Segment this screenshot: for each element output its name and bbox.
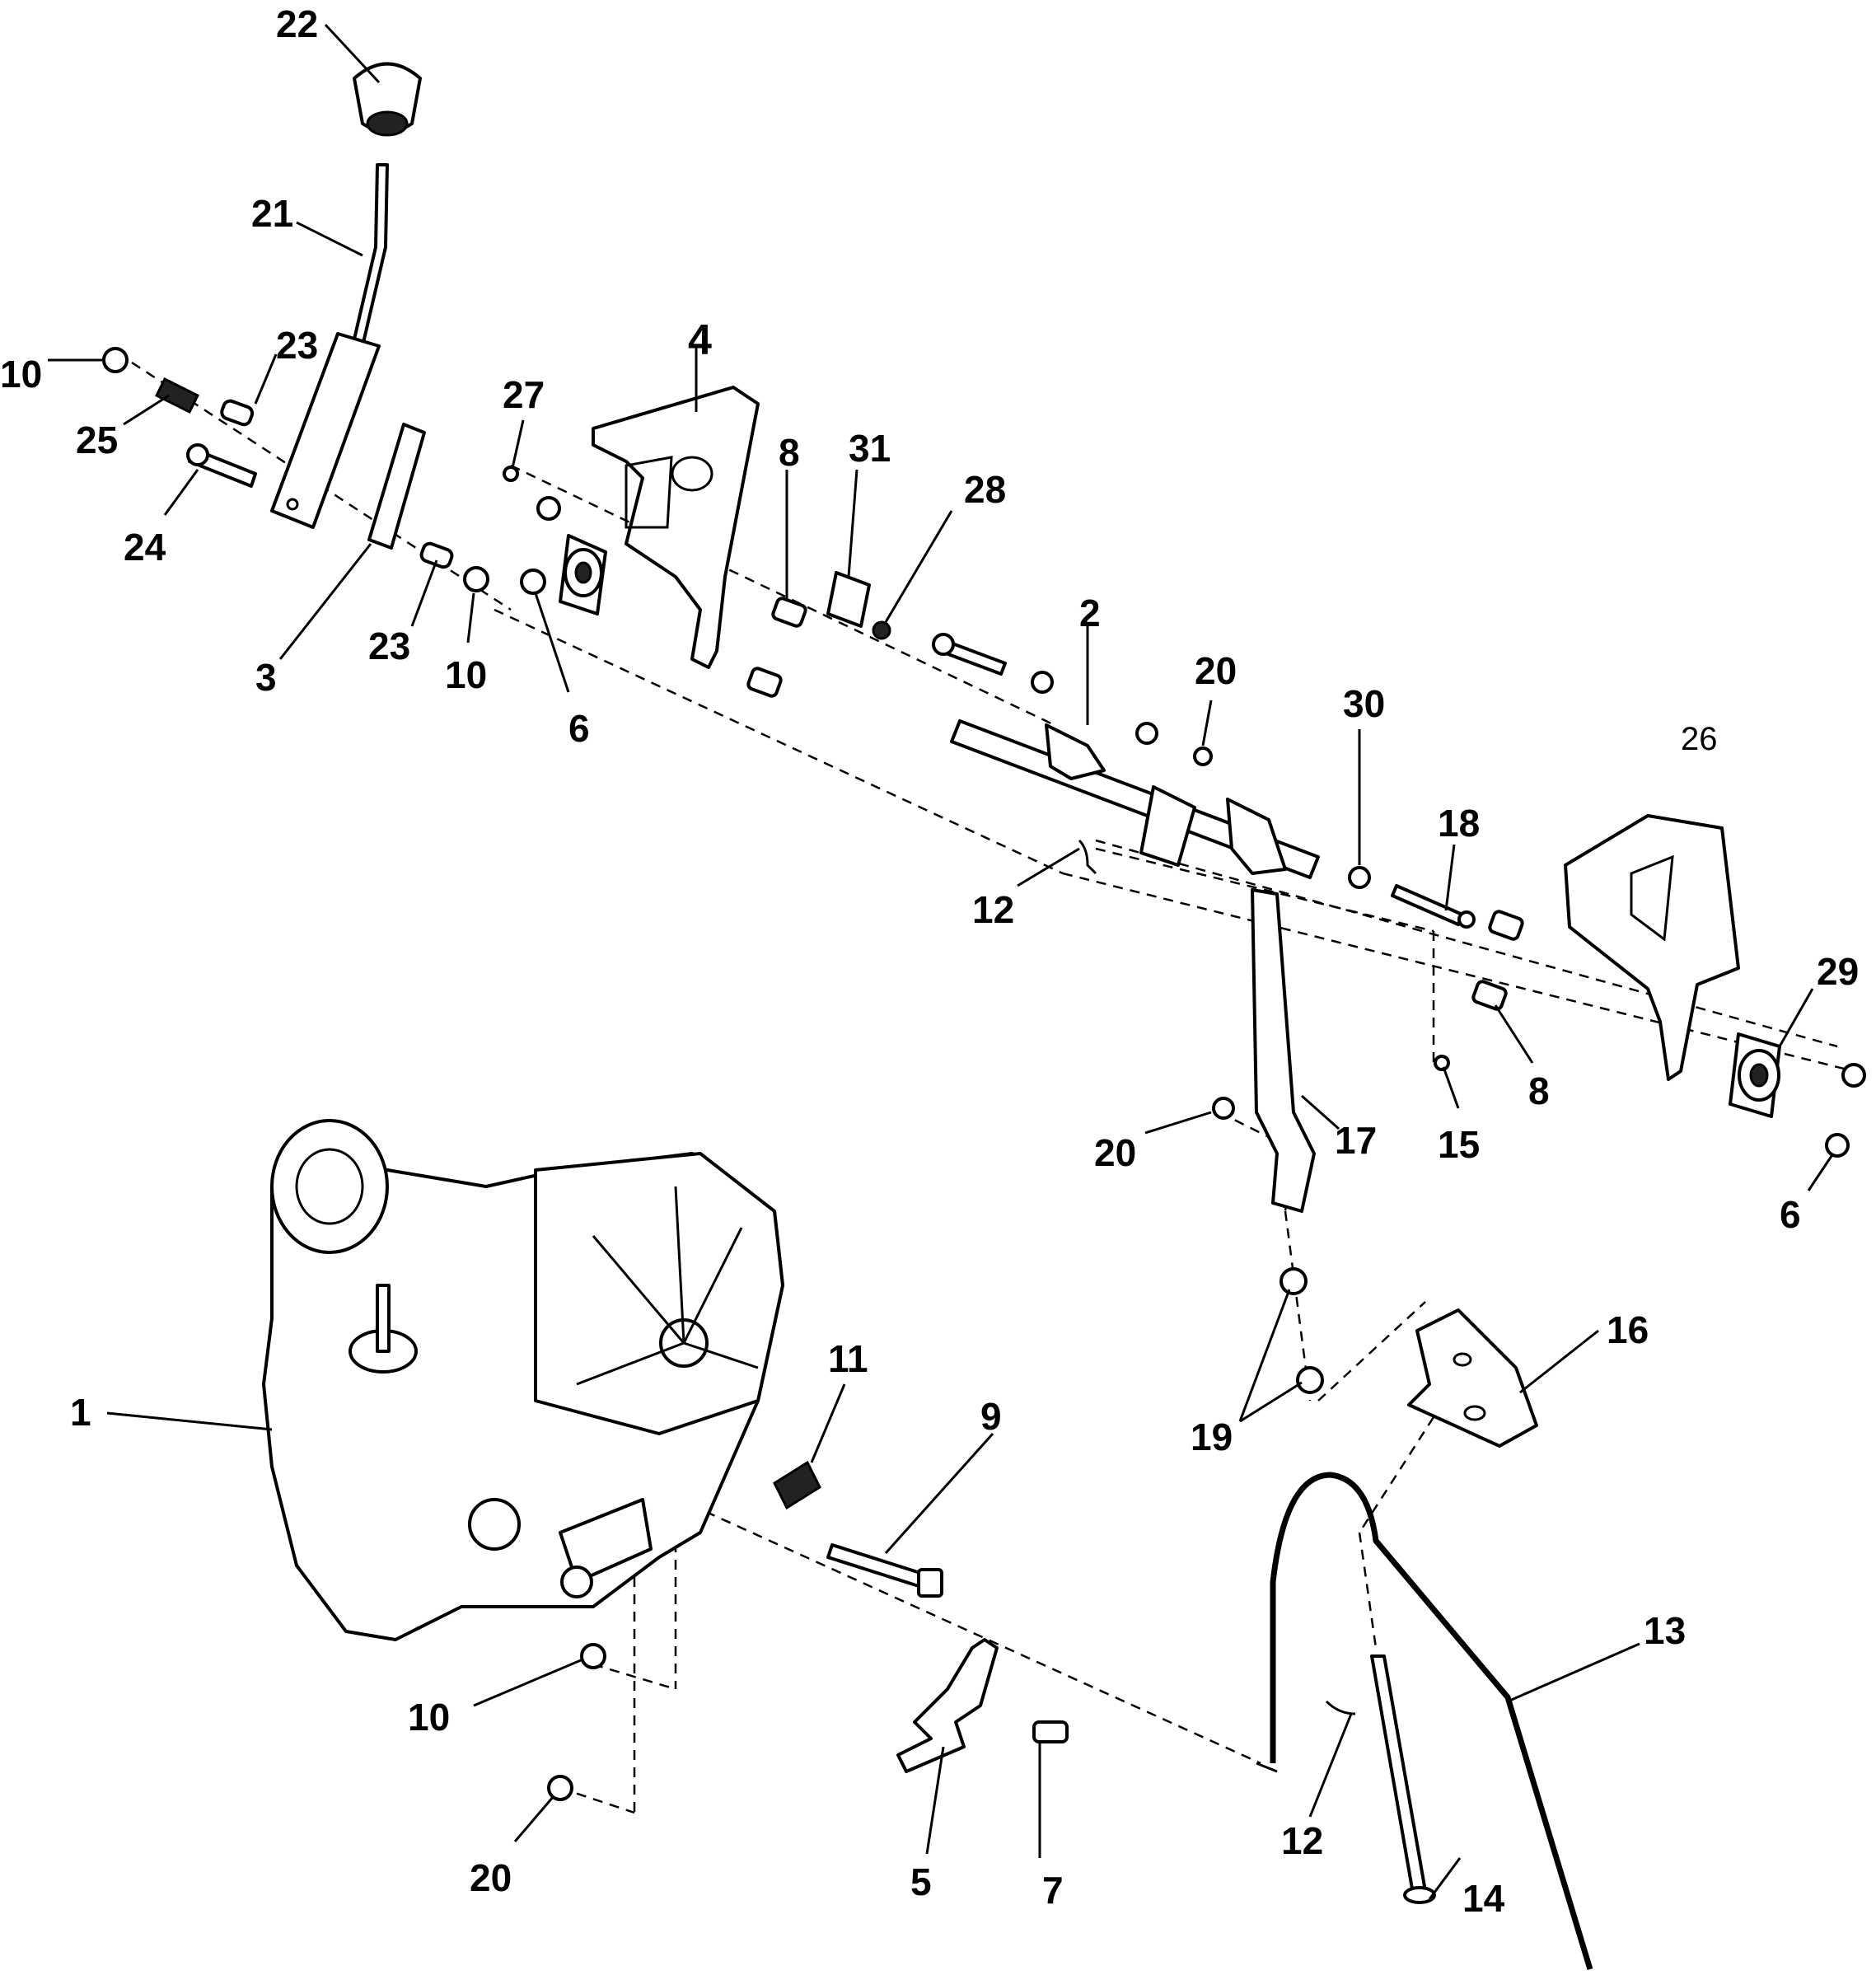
hairpin-clip-upper	[1078, 839, 1097, 875]
callout-21: 21	[251, 192, 293, 235]
callout-19: 19	[1191, 1416, 1233, 1458]
flange-bearing-right	[1729, 1032, 1781, 1118]
leader-lines	[48, 23, 1835, 1900]
callout-27: 27	[503, 373, 545, 416]
callout-10: 10	[0, 353, 42, 395]
bolt-short	[1032, 1720, 1069, 1743]
lock-nuts	[1280, 1267, 1324, 1394]
detent-plate	[896, 1638, 999, 1773]
shift-lever	[270, 163, 389, 529]
callout-3: 3	[255, 656, 277, 699]
callout-11: 11	[828, 1337, 868, 1380]
rod-bracket	[1407, 1308, 1538, 1448]
hairpin-clip-lower	[1325, 1700, 1356, 1715]
middle-hardware	[746, 571, 1054, 698]
callout-10: 10	[445, 653, 487, 696]
control-rod	[1256, 1472, 1593, 1971]
callout-26: 26	[1681, 721, 1718, 757]
callout-6: 6	[1780, 1193, 1801, 1236]
callout-28: 28	[964, 468, 1006, 511]
callout-1: 1	[70, 1391, 91, 1434]
callout-20: 20	[1195, 649, 1237, 692]
callout-5: 5	[910, 1860, 932, 1903]
callout-30: 30	[1343, 682, 1385, 725]
callout-25: 25	[76, 419, 118, 461]
callout-22: 22	[276, 2, 318, 45]
right-hardware	[1212, 910, 1866, 1158]
callout-24: 24	[124, 526, 166, 569]
callout-23: 23	[276, 324, 318, 367]
callout-20: 20	[470, 1856, 512, 1899]
mounting-bracket-left	[592, 386, 760, 669]
callout-16: 16	[1607, 1308, 1649, 1351]
callout-9: 9	[980, 1395, 1002, 1438]
callout-8: 8	[779, 431, 800, 474]
callout-12: 12	[972, 888, 1014, 931]
callout-2: 2	[1079, 592, 1101, 634]
callout-6: 6	[568, 707, 590, 750]
mounting-bracket-right	[1564, 814, 1740, 1081]
callout-12: 12	[1281, 1819, 1323, 1862]
callout-23: 23	[368, 625, 410, 667]
left-hardware	[102, 347, 561, 595]
callout-labels: 22 21 10 23 25 24 3 23 10 27 4 6 8 31 28…	[0, 2, 1859, 1920]
callout-20: 20	[1094, 1131, 1136, 1174]
callout-17: 17	[1335, 1119, 1377, 1162]
callout-18: 18	[1438, 802, 1480, 845]
cross-shaft	[950, 719, 1476, 929]
spring	[773, 1460, 821, 1510]
callout-13: 13	[1644, 1609, 1686, 1652]
control-arm	[1251, 888, 1316, 1213]
lower-hardware	[547, 1643, 606, 1801]
transmission	[262, 1119, 784, 1641]
clevis-pin	[1370, 1654, 1436, 1904]
callout-8: 8	[1528, 1069, 1550, 1112]
callout-7: 7	[1042, 1869, 1064, 1912]
callout-14: 14	[1462, 1877, 1505, 1920]
lever-bracket	[367, 423, 426, 550]
callout-15: 15	[1438, 1123, 1480, 1166]
shift-knob	[353, 62, 422, 137]
callout-10: 10	[408, 1696, 450, 1739]
bolt-long	[826, 1543, 943, 1598]
callout-29: 29	[1817, 950, 1859, 993]
flange-bearing-left	[559, 534, 607, 615]
assembly-axis-lines	[131, 361, 1855, 1814]
callout-4: 4	[688, 316, 712, 364]
callout-31: 31	[849, 427, 891, 470]
